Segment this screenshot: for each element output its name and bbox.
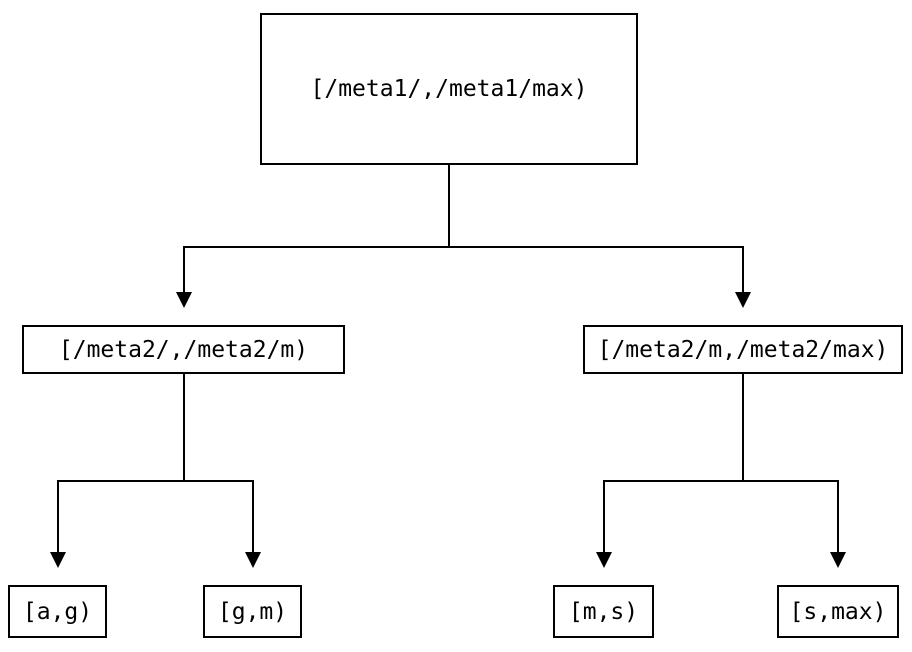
node-label: [m,s) (568, 598, 639, 625)
node-label: [/meta2/,/meta2/m) (58, 336, 309, 363)
tree-node-root: [/meta1/,/meta1/max) (260, 13, 638, 165)
tree-node-leaf-ag: [a,g) (8, 585, 107, 638)
tree-node-leaf-gm: [g,m) (203, 585, 302, 638)
connector-right-child-to-leaves (596, 374, 846, 568)
connector-left-child-to-leaves (50, 374, 261, 568)
node-label: [/meta1/,/meta1/max) (310, 76, 588, 102)
connector-root-to-children (176, 165, 751, 308)
node-label: [a,g) (22, 598, 93, 625)
arrow-down-icon (596, 552, 612, 568)
node-label: [/meta2/m,/meta2/max) (597, 336, 889, 363)
arrow-down-icon (830, 552, 846, 568)
arrow-down-icon (176, 292, 192, 308)
tree-node-leaf-ms: [m,s) (553, 585, 654, 638)
tree-node-left-child: [/meta2/,/meta2/m) (22, 325, 345, 374)
arrow-down-icon (735, 292, 751, 308)
node-label: [s,max) (789, 598, 887, 625)
arrow-down-icon (245, 552, 261, 568)
tree-node-right-child: [/meta2/m,/meta2/max) (583, 325, 903, 374)
arrow-down-icon (50, 552, 66, 568)
tree-node-leaf-smax: [s,max) (777, 585, 899, 638)
node-label: [g,m) (217, 598, 288, 625)
